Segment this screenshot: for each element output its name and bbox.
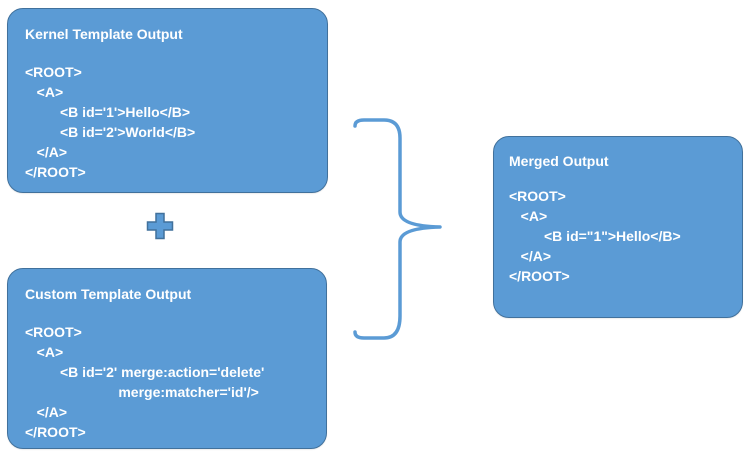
plus-icon bbox=[146, 212, 174, 240]
custom-box-code: <ROOT> <A> <B id='2' merge:action='delet… bbox=[25, 324, 265, 440]
kernel-box-title: Kernel Template Output bbox=[25, 26, 183, 42]
right-brace-icon bbox=[353, 118, 442, 340]
kernel-box-code: <ROOT> <A> <B id='1'>Hello</B> <B id='2'… bbox=[25, 64, 196, 180]
merged-output-box: Merged Output <ROOT> <A> <B id="1">Hello… bbox=[493, 136, 743, 318]
kernel-template-output-box: Kernel Template Output <ROOT> <A> <B id=… bbox=[7, 8, 328, 193]
custom-template-output-box: Custom Template Output <ROOT> <A> <B id=… bbox=[7, 268, 327, 449]
merged-box-code: <ROOT> <A> <B id="1">Hello</B> </A> </RO… bbox=[509, 188, 681, 284]
merged-box-title: Merged Output bbox=[509, 153, 609, 169]
custom-box-title: Custom Template Output bbox=[25, 286, 192, 302]
